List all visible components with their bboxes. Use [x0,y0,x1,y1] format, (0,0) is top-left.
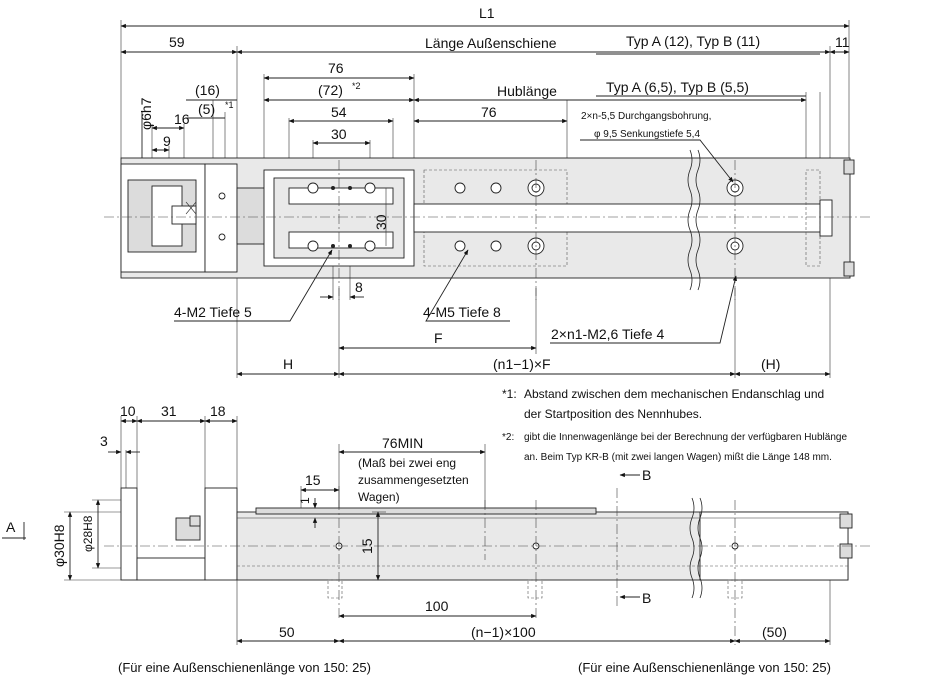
top-view [104,20,872,378]
section-B-bottom-label: B [642,590,651,606]
dim-76-top-label: 76 [328,60,344,76]
note2-mark: *2: [502,432,514,443]
m26-thread-label: 2×n1-M2,6 Tiefe 4 [551,326,664,342]
dim-3-label: 3 [100,433,108,449]
dim-15-top-label: 15 [305,472,321,488]
note2-line1: gibt die Innenwagenlänge bei der Berechn… [524,432,847,443]
type-a12-b11-label: Typ A (12), Typ B (11) [626,33,760,49]
dim-10-label: 10 [120,403,136,419]
note-mark-1: *1 [225,100,234,110]
through-hole-line2: φ 9,5 Senkungstiefe 5,4 [594,129,700,140]
type-a65-b55-label: Typ A (6,5), Typ B (5,5) [606,79,749,95]
min-note-line1: (Maß bei zwei eng [358,456,456,470]
note1-line2: der Startposition des Nennhubes. [524,407,702,421]
section-B-top-label: B [642,467,651,483]
dim-100-label: 100 [425,598,449,614]
dim-n1F-label: (n1−1)×F [493,356,551,372]
dim-30-horizontal-label: 30 [331,126,347,142]
shaft-diameter-label: φ6h7 [138,97,154,130]
dim-76-stroke-label: 76 [481,104,497,120]
footnote-left: (Für eine Außenschienenlänge von 150: 25… [118,660,371,675]
dim-H-label: H [283,356,293,372]
min-note-line2: zusammengesetzten [358,473,469,487]
through-hole-line1: 2×n-5,5 Durchgangsbohrung, [581,111,711,122]
dim-8-label: 8 [355,279,363,295]
dim-76min-label: 76MIN [382,435,423,451]
footnote-right: (Für eine Außenschienenlänge von 150: 25… [578,660,831,675]
bore-28-label: φ28H8 [81,515,95,552]
dim-1-label: 1 [298,497,312,504]
overall-length-label: L1 [479,5,495,21]
note-mark-2: *2 [352,81,361,91]
dim-50-label: 50 [279,624,295,640]
dim-11-label: 11 [835,34,850,50]
dim-n100-label: (n−1)×100 [471,624,536,640]
m5-thread-label: 4-M5 Tiefe 8 [423,304,501,320]
dim-72-label: (72) [318,82,343,98]
side-view [2,416,872,645]
stroke-length-label: Hublänge [497,83,557,99]
dim-18-label: 18 [210,403,226,419]
dim-59-label: 59 [169,34,185,50]
m2-thread-label: 4-M2 Tiefe 5 [174,304,252,320]
min-note-line3: Wagen) [358,490,400,504]
dim-31-label: 31 [161,403,177,419]
dim-F-label: F [434,330,443,346]
dim-54-label: 54 [331,104,347,120]
dim-H-paren-label: (H) [761,356,780,372]
dim-9-label: 9 [163,133,171,149]
dim-15-vertical-label: 15 [359,538,375,554]
note1-mark: *1: [502,387,517,401]
dim-16-label: 16 [174,111,190,127]
dim-30-vertical-label: 30 [373,214,389,230]
dim-50-paren-label: (50) [762,624,787,640]
note1-line1: Abstand zwischen dem mechanischen Endans… [524,387,824,401]
note2-line2: an. Beim Typ KR-B (mit zwei langen Wagen… [524,452,832,463]
dim-16-paren-label: (16) [195,82,220,98]
dim-5-paren-label: (5) [198,101,215,117]
outer-rail-length-label: Länge Außenschiene [425,35,557,51]
view-A-label: A [6,519,16,535]
bore-30-label: φ30H8 [51,524,67,567]
